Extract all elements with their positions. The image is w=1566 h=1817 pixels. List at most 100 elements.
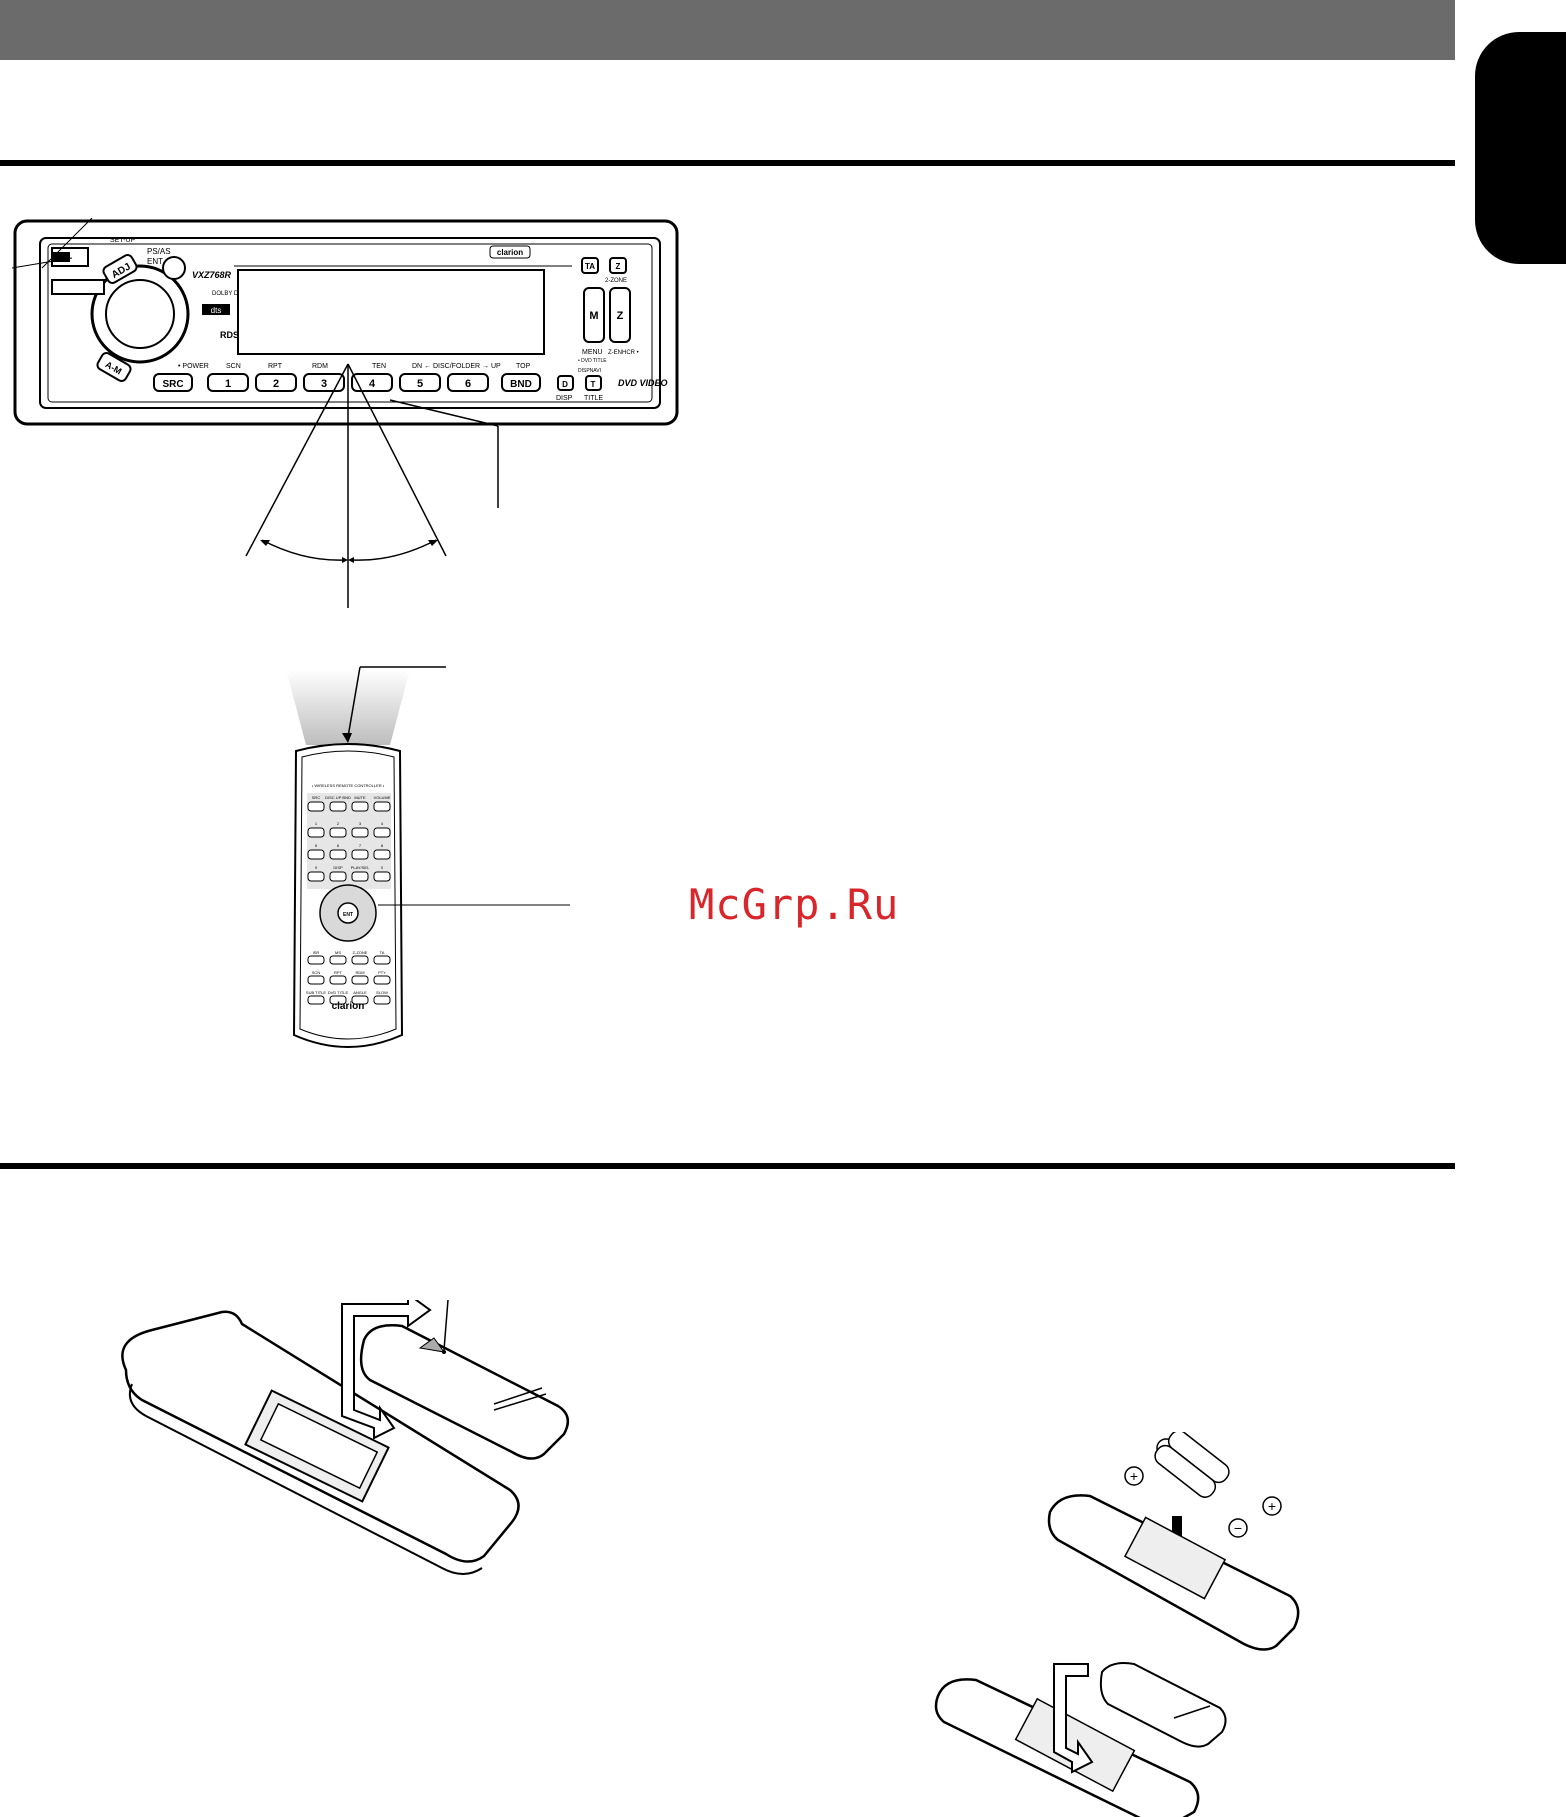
remote-key: 6 (329, 843, 347, 860)
preset-label-4: 4 (369, 378, 376, 390)
section-rule-2 (0, 1163, 1455, 1169)
reception-angle-diagram (240, 360, 520, 620)
zone-key-label: Z (616, 262, 621, 271)
remote-key: SRC (307, 795, 325, 812)
brand-label: clarion (497, 248, 523, 257)
watermark: McGrp.Ru (689, 880, 900, 929)
remote-key-label: 8 (381, 843, 384, 848)
remote-key: ISR (307, 950, 325, 965)
m-button: M (583, 287, 605, 343)
menu-label: MENU (582, 349, 603, 356)
t-label: T (591, 380, 596, 389)
remote-key: 8 (373, 843, 391, 860)
plus-mark-1: + (1130, 1468, 1138, 1484)
plus-mark-2: + (1268, 1498, 1276, 1514)
remote-key-label: 9 (315, 865, 318, 870)
src-button: SRC (153, 373, 193, 392)
src-label: SRC (162, 379, 183, 390)
remote-key: TA (373, 950, 391, 965)
remote-key: PTY (373, 970, 391, 985)
remote-key: 5 (307, 843, 325, 860)
z-label: Z (617, 310, 624, 322)
scn-label: SCN (226, 363, 241, 370)
preset-button-2: 2 (255, 373, 297, 392)
title-label: TITLE (584, 395, 603, 402)
z-enhcr-label: Z-ENHCR • (608, 350, 639, 356)
remote-key-label: 3 (359, 821, 362, 826)
rdm-label: RDM (312, 363, 328, 370)
remote-key: MUTE (351, 795, 369, 812)
remote-key-label: RDM (355, 970, 364, 975)
ent-key: ENT (343, 912, 353, 918)
remote-key-label: 6 (337, 843, 340, 848)
remote-key-label: MUTE (354, 795, 366, 800)
preset-label-3: 3 (321, 378, 327, 390)
remote-key-label: 1 (315, 821, 318, 826)
remote-key: DISC UP BND (325, 795, 351, 812)
remote-key-label: Z-ZONE (353, 950, 368, 955)
remote-key: DVD TITLE (328, 990, 349, 1005)
remote-key-label: SUB TITLE (306, 990, 326, 995)
remote-key-label: 5 (315, 843, 318, 848)
disp-label: DISP (556, 395, 573, 402)
top-label: TOP (516, 363, 531, 370)
header-bar (0, 0, 1455, 60)
zone-label: 2-ZONE (605, 278, 627, 284)
bnd-label: BND (510, 379, 532, 390)
disc-folder-label: DN ← DISC/FOLDER → UP (412, 363, 501, 370)
preset-label-1: 1 (225, 378, 231, 390)
remote-key: 4 (373, 821, 391, 838)
ta-label: TA (585, 262, 595, 271)
remote-key-label: DVD TITLE (328, 990, 349, 995)
dts-logo: dts (211, 306, 222, 315)
remote-key-label: DISC UP BND (325, 795, 351, 800)
section-rule-1 (0, 160, 1455, 166)
remote-key: 3 (351, 821, 369, 838)
remote-key-label: ISR (313, 950, 320, 955)
remote-key-label: 2 (337, 821, 340, 826)
dolby-logo: DOLBY DIGITAL (212, 291, 257, 297)
remote-key: RPT (329, 970, 347, 985)
remote-key: MS (329, 950, 347, 965)
z-button: Z (609, 287, 631, 343)
battery-cover-removal-figure (112, 1300, 582, 1600)
preset-label-5: 5 (417, 378, 423, 390)
ent-label: ENT (147, 257, 163, 266)
remote-key-label: SLOW (376, 990, 388, 995)
minus-mark-2: − (1234, 1520, 1242, 1536)
remote-key: 0 (373, 865, 391, 882)
preset-button-4: 4 (351, 373, 393, 392)
setup-label: SET-UP (110, 237, 136, 244)
remote-key: 2 (329, 821, 347, 838)
dvd-logo: DVD VIDEO (618, 378, 668, 388)
ta-button: TA (581, 257, 599, 274)
remote-header: • WIRELESS REMOTE CONTROLLER • (312, 783, 385, 788)
m-label: M (589, 310, 598, 322)
adj-button: ADJ (102, 254, 138, 284)
remote-key-label: PLAY/SEL (351, 865, 370, 870)
head-unit-figure: ADJ A-M PS/AS ENT SET-UP VXZ768R clarion… (12, 218, 682, 430)
battery-insertion-figure: − + + − (920, 1432, 1300, 1817)
language-tab (1475, 32, 1566, 264)
preset-button-1: 1 (207, 373, 249, 392)
preset-button-5: 5 (399, 373, 441, 392)
preset-label-6: 6 (465, 378, 471, 390)
rpt-label: RPT (268, 363, 283, 370)
bnd-button: BND (501, 373, 541, 392)
power-label: • POWER (178, 363, 209, 370)
remote-key-label: 4 (381, 821, 384, 826)
remote-key-label: SCN (312, 970, 321, 975)
remote-key-label: DISP (333, 865, 343, 870)
preset-label-2: 2 (273, 378, 279, 390)
d-label: D (562, 380, 568, 389)
remote-key-label: RPT (334, 970, 343, 975)
remote-key-label: MS (335, 950, 341, 955)
remote-key: DISP (329, 865, 347, 882)
zone-button: Z (609, 257, 627, 274)
ps-as-label: PS/AS (147, 247, 171, 256)
remote-key: SUB TITLE (306, 990, 326, 1005)
dvd-title-label: • DVD TITLE (578, 358, 607, 364)
power-knob-icon (162, 256, 186, 280)
rds-logo: RDS (220, 330, 239, 340)
